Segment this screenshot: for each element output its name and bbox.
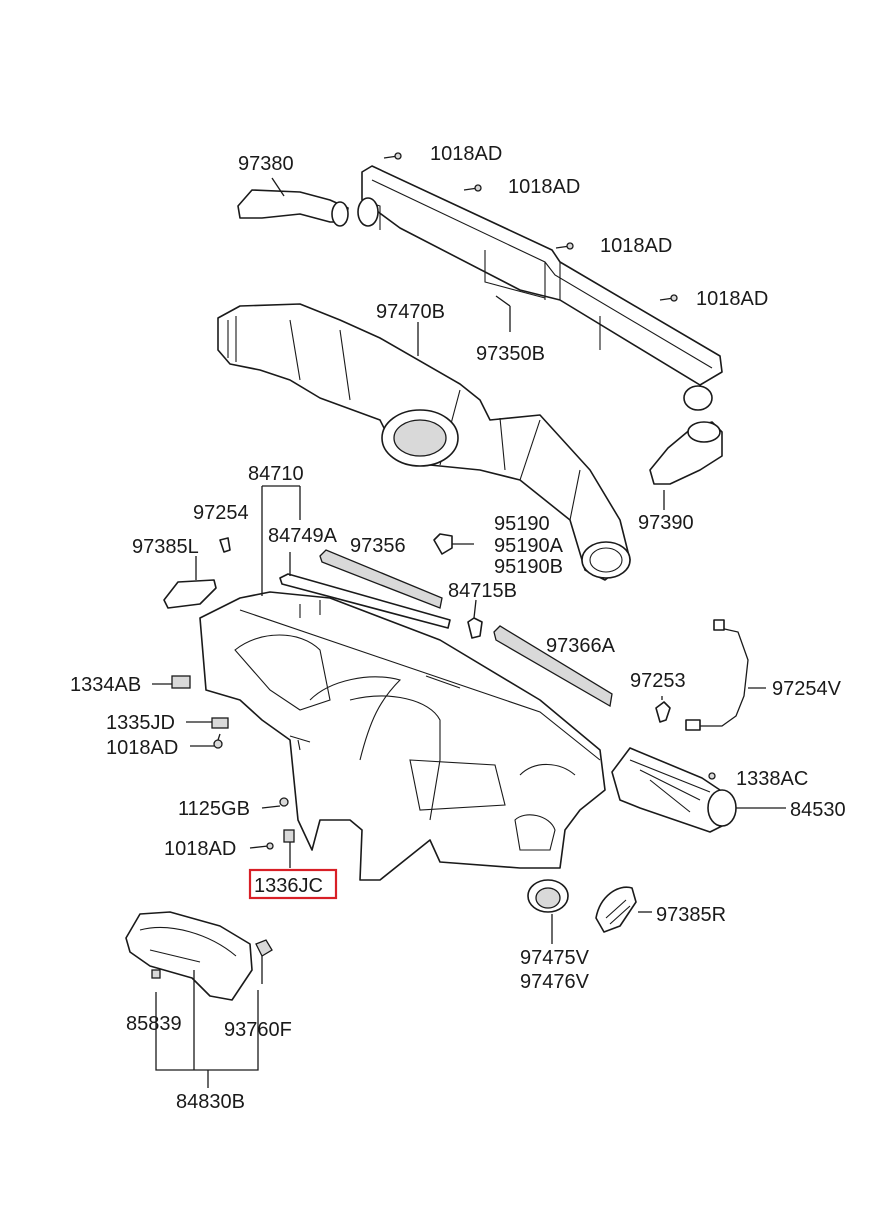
- crash-pad-84710: [199, 591, 606, 881]
- cluster-housing-84830b: [125, 911, 273, 1001]
- bolt-1018ad-6: [249, 842, 274, 850]
- vent-97475v: [527, 879, 569, 944]
- label-95190: 95190: [494, 513, 550, 535]
- label-97475v: 97475V: [520, 947, 590, 969]
- label-1018ad-3: 1018AD: [600, 235, 672, 257]
- label-1334ab: 1334AB: [70, 674, 141, 696]
- nut-1334ab: [152, 675, 191, 689]
- label-95190b: 95190B: [494, 556, 563, 578]
- harness-97254v: [685, 619, 766, 731]
- label-97254: 97254: [193, 502, 249, 524]
- bolt-1018ad-5: [190, 733, 223, 749]
- vent-97385l: [163, 556, 217, 609]
- label-84710: 84710: [248, 463, 304, 485]
- side-duct-97380: [237, 177, 349, 227]
- label-97385r: 97385R: [656, 904, 726, 926]
- label-97470b: 97470B: [376, 301, 445, 323]
- grille-97366a: [493, 625, 613, 708]
- label-97350b: 97350B: [476, 343, 545, 365]
- grille-97356: [319, 549, 443, 609]
- label-1018ad-5: 1018AD: [106, 737, 178, 759]
- label-93760f: 93760F: [224, 1019, 292, 1041]
- label-97385l: 97385L: [132, 536, 199, 558]
- label-97476v: 97476V: [520, 971, 590, 993]
- bolt-1018ad-2: [463, 184, 482, 192]
- label-1336jc: 1336JC: [254, 875, 323, 897]
- label-1018ad-1: 1018AD: [430, 143, 502, 165]
- label-1018ad-6: 1018AD: [164, 838, 236, 860]
- bolt-1018ad-1: [383, 152, 402, 160]
- clip-84715b: [467, 599, 483, 639]
- strip-84749a: [279, 552, 451, 629]
- label-1338ac: 1338AC: [736, 768, 808, 790]
- bolt-1018ad-4: [659, 294, 678, 302]
- part-labels: 97380 1018AD 1018AD 1018AD 1018AD 97470B…: [70, 143, 846, 1113]
- defroster-duct-97350b: [357, 165, 723, 411]
- nut-1335jd: [186, 717, 229, 729]
- side-duct-97390: [649, 421, 723, 510]
- screw-1125gb: [261, 797, 289, 809]
- label-84530: 84530: [790, 799, 846, 821]
- clip-1336jc: [283, 829, 295, 868]
- label-97380: 97380: [238, 153, 294, 175]
- highlight-box-1336jc: [248, 868, 338, 900]
- bolt-1018ad-3: [555, 242, 574, 250]
- bracket-84530: [611, 747, 786, 833]
- label-84715b: 84715B: [448, 580, 517, 602]
- clip-95190: [433, 533, 474, 555]
- label-97356: 97356: [350, 535, 406, 557]
- label-1018ad-2: 1018AD: [508, 176, 580, 198]
- label-95190a: 95190A: [494, 535, 564, 557]
- label-97254v: 97254V: [772, 678, 842, 700]
- label-1125gb: 1125GB: [178, 798, 250, 820]
- label-84749a: 84749A: [268, 525, 338, 547]
- label-1018ad-4: 1018AD: [696, 288, 768, 310]
- label-97253: 97253: [630, 670, 686, 692]
- vent-97385r: [595, 886, 652, 933]
- label-97390: 97390: [638, 512, 694, 534]
- label-85839: 85839: [126, 1013, 182, 1035]
- clip-97254: [219, 537, 231, 553]
- label-1335jd: 1335JD: [106, 712, 175, 734]
- label-84830b: 84830B: [176, 1091, 245, 1113]
- leader-lines: [155, 295, 511, 1088]
- label-97366a: 97366A: [546, 635, 616, 657]
- clip-97253: [655, 696, 671, 723]
- main-duct-97470b: [217, 303, 631, 581]
